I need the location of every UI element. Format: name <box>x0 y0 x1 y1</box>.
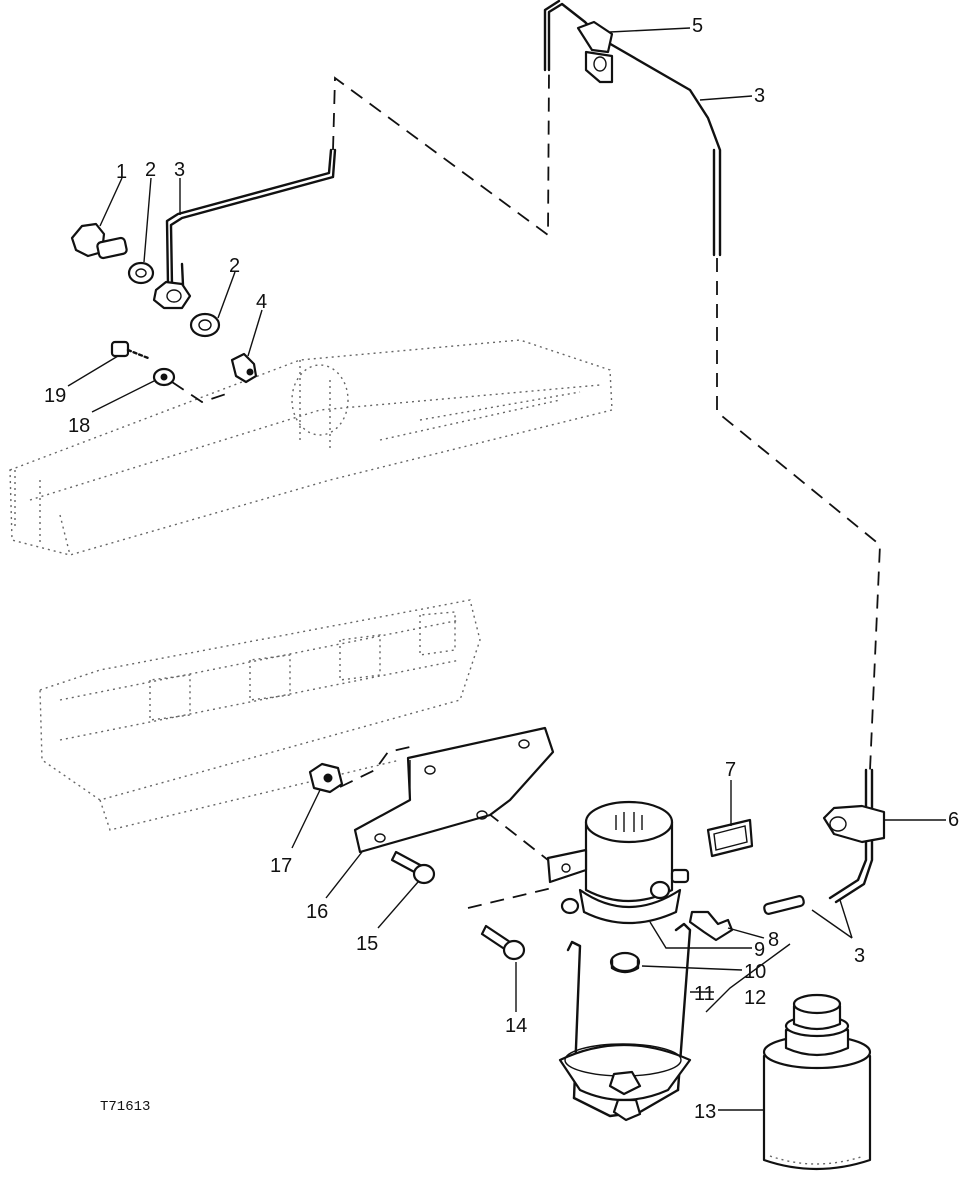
sealing-washer-part-2b <box>189 312 221 338</box>
sealing-washer-part-2a <box>127 261 155 285</box>
callout-13: 13 <box>694 1101 716 1123</box>
filter-element-part-13 <box>762 993 872 1171</box>
engine-manifold-outline-lower <box>39 599 481 831</box>
nut-part-17 <box>308 762 344 794</box>
mounting-bracket-part-16 <box>353 726 555 854</box>
callout-5: 5 <box>692 15 703 37</box>
callout-12: 12 <box>744 987 766 1009</box>
bolt-part-15 <box>390 850 436 885</box>
washer-part-18 <box>152 367 176 387</box>
cap-screw-part-19 <box>110 340 150 360</box>
callout-17: 17 <box>270 855 292 877</box>
callout-10: 10 <box>744 961 766 983</box>
fuel-line-left <box>165 148 337 297</box>
engine-block-outline-upper <box>9 339 613 556</box>
retaining-bail-part-11 <box>558 922 692 1122</box>
callout-3-left: 3 <box>174 159 185 181</box>
banjo-bolt-part-1 <box>70 222 128 260</box>
callout-3-lower-right: 3 <box>854 945 865 967</box>
callout-8: 8 <box>768 929 779 951</box>
callout-1: 1 <box>116 161 127 183</box>
line-clamp-part-6 <box>822 804 886 844</box>
callout-6: 6 <box>948 809 959 831</box>
seal-ring-part-10 <box>609 951 641 974</box>
callout-9: 9 <box>754 939 765 961</box>
bleed-screw-part-4 <box>230 352 258 384</box>
callout-4: 4 <box>256 291 267 313</box>
filter-head-part-9 <box>546 800 690 925</box>
callout-19: 19 <box>44 385 66 407</box>
gasket-part-7 <box>706 818 754 858</box>
fuel-line-lower-right <box>763 768 874 915</box>
callout-2-lower: 2 <box>229 255 240 277</box>
callout-2-upper: 2 <box>145 159 156 181</box>
callout-3-upper-right: 3 <box>754 85 765 107</box>
leader-lines <box>67 27 946 1111</box>
fuel-line-upper-right <box>543 0 722 257</box>
callout-7: 7 <box>725 759 736 781</box>
banjo-eye-fitting <box>152 280 192 310</box>
callout-14: 14 <box>505 1015 527 1037</box>
figure-id-label: T71613 <box>100 1099 150 1115</box>
callout-15: 15 <box>356 933 378 955</box>
callout-11: 11 <box>694 983 715 1005</box>
callout-18: 18 <box>68 415 90 437</box>
callout-16: 16 <box>306 901 328 923</box>
bolt-part-14 <box>480 924 526 961</box>
callout-labels: 1 2 2 3 3 3 4 5 6 7 8 9 10 11 12 13 14 1… <box>44 15 959 1123</box>
elbow-fitting-part-8 <box>688 910 734 942</box>
line-clamp-part-5 <box>576 20 614 84</box>
